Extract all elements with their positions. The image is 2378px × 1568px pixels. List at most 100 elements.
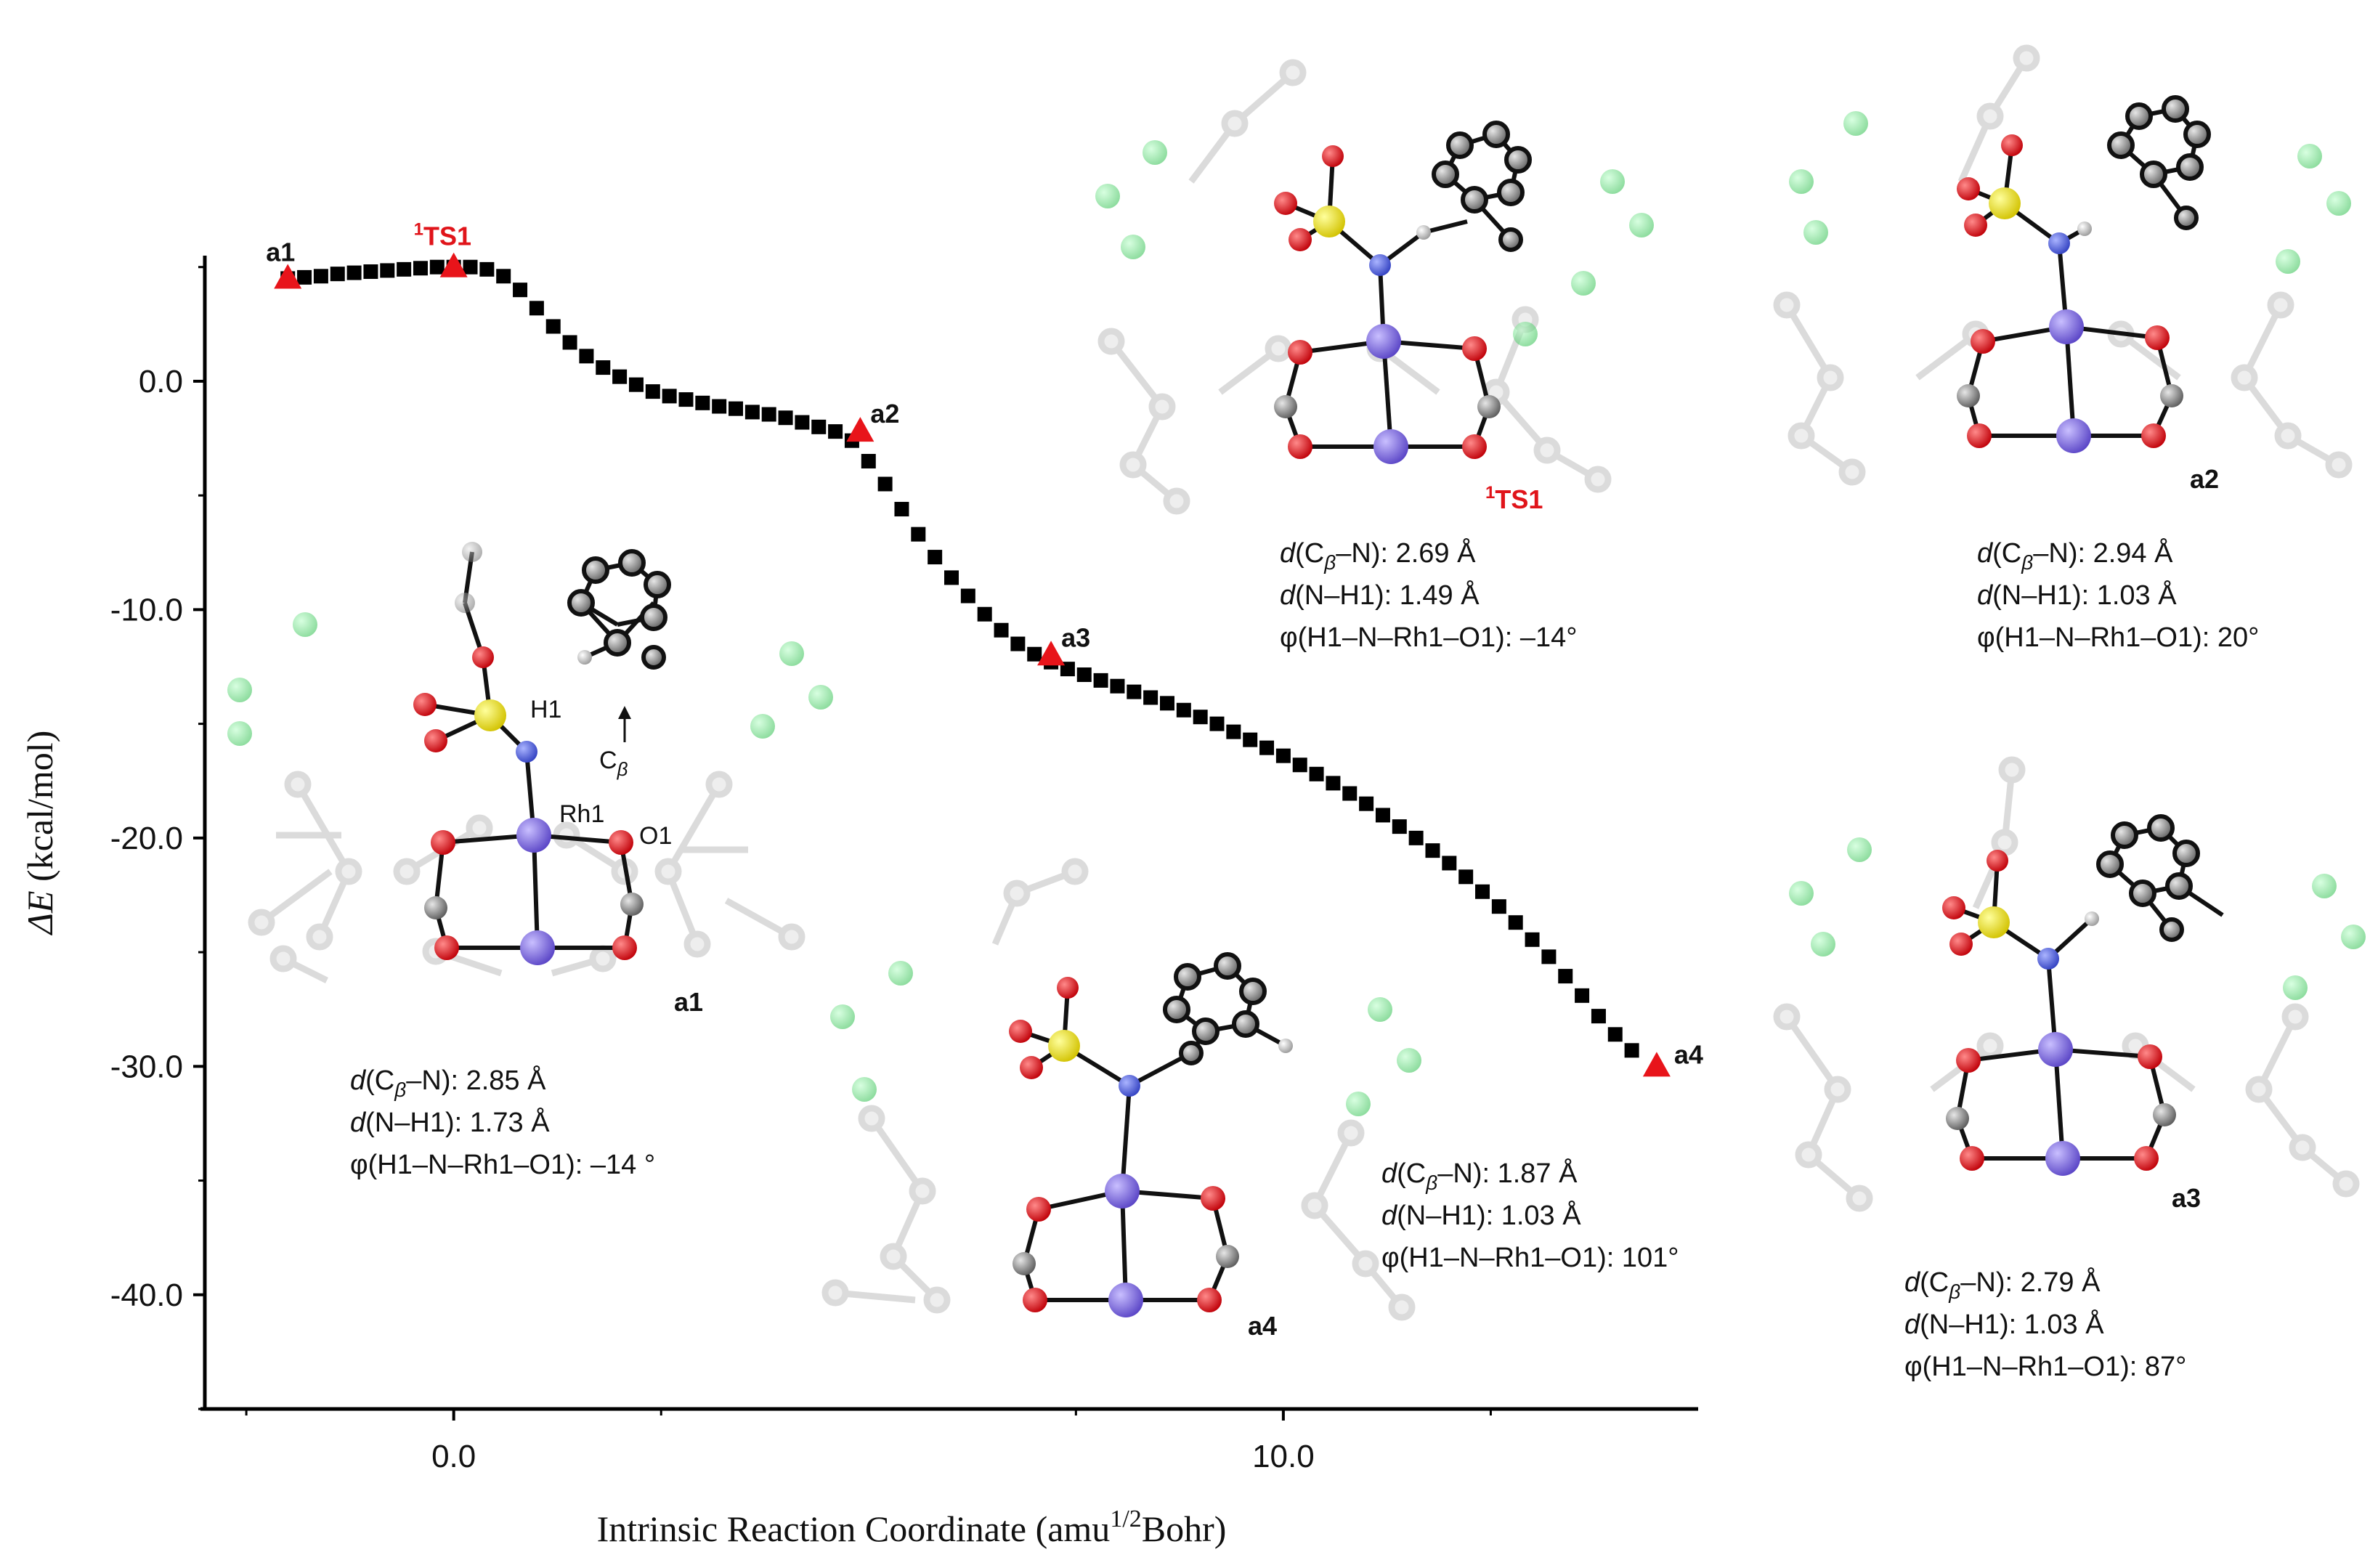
structure-a1-params: d(Cβ–N): 2.85 Å d(N–H1): 1.73 Å φ(H1–N–R… [350,1064,655,1180]
irc-point [861,454,876,469]
stationary-point-marker [1037,641,1066,666]
o-atom [609,830,633,855]
structure-a2-atoms [1957,134,2183,453]
param-line: d(N–H1): 1.03 Å [1977,579,2177,611]
irc-point [662,389,677,404]
rh-atom [1366,324,1401,359]
param-line: d(N–H1): 1.03 Å [1904,1308,2104,1340]
structure-name-a2: a2 [2190,464,2219,494]
structure-a3-params: d(Cβ–N): 2.79 Å d(N–H1): 1.03 Å φ(H1–N–R… [1904,1266,2186,1382]
c-atom [455,593,475,613]
structure-a4-phenyl [1163,952,1287,1065]
o-atom [434,935,459,960]
o-atom [424,729,447,752]
param-sub: β [1425,1171,1437,1194]
x-tick-label: 0.0 [431,1439,476,1474]
param-line: d(Cβ–N): 2.94 Å [1977,537,2173,574]
irc-point [346,265,362,280]
param-line: d(N–H1): 1.73 Å [350,1106,550,1138]
irc-point [877,476,893,492]
o-atom [1201,1186,1225,1211]
stationary-point-marker [1642,1052,1671,1077]
x-tick-label: 10.0 [1252,1439,1315,1474]
structure-a2-fluorines [1789,111,2351,274]
structure-a3-ghost-framework [1773,756,2360,1212]
irc-point [795,415,810,430]
structure-a1-ghost-framework [248,771,805,984]
param-sub: β [2021,551,2033,574]
x-axis-title: Intrinsic Reaction Coordinate (amu1/2Boh… [597,1506,1227,1549]
irc-point [397,261,412,277]
irc-point [380,263,395,278]
param-sub: β [1948,1280,1960,1303]
irc-point [761,407,776,422]
h-atom [2077,222,2092,236]
param-pre: d [350,1108,367,1138]
x-ticks: 0.0 10.0 [245,1409,1492,1474]
param-mid: (N–H1): 1.73 Å [365,1106,550,1138]
irc-point [828,424,843,439]
y-ticks: 0.0-10.0-20.0-30.0-40.0 [110,266,205,1410]
o-atom [1009,1020,1032,1043]
structure-name-a1: a1 [674,987,703,1017]
irc-point [645,384,660,399]
irc-point [1458,869,1474,885]
cbeta-arrow-head [618,706,631,719]
param-post: –N): 2.94 Å [2033,537,2173,569]
param-sub: β [394,1078,406,1101]
irc-point [811,419,827,434]
structure-a4-params: d(Cβ–N): 1.87 Å d(N–H1): 1.03 Å φ(H1–N–R… [1381,1157,1679,1273]
y-tick-label: -10.0 [110,592,183,627]
stationary-point-label-sup: 1 [414,220,423,240]
irc-point [529,301,544,316]
rh-atom [2045,1141,2080,1176]
y-tick-label: -40.0 [110,1277,183,1313]
param-line: φ(H1–N–Rh1–O1): –14 ° [350,1150,655,1180]
stationary-point-label: a2 [870,399,899,428]
irc-point [628,377,644,392]
param-line: φ(H1–N–Rh1–O1): 101° [1381,1243,1679,1273]
o-atom [1289,228,1312,251]
x-axis-title-main: Intrinsic Reaction Coordinate (amu [597,1508,1111,1549]
o-atom [1020,1056,1043,1079]
irc-point [1193,710,1208,725]
h-atom [1416,225,1431,240]
structure-a1-core-bonds [424,551,656,950]
o-atom [1960,1146,1984,1171]
structure-name-a4: a4 [1248,1311,1277,1341]
atom-label-cbeta-main: C [599,747,617,774]
atom-label-cbeta: Cβ [599,747,628,780]
irc-point [960,588,975,604]
param-pre: d [1977,538,1994,569]
irc-point [1309,766,1324,781]
structure-a2-params: d(Cβ–N): 2.94 Å d(N–H1): 1.03 Å φ(H1–N–R… [1977,537,2259,653]
c-atom [1013,1252,1036,1275]
irc-point [729,401,744,416]
param-mid: φ(H1–N–Rh1–O1): 87° [1904,1352,2186,1382]
o-atom [1057,977,1079,999]
irc-point [1392,819,1407,834]
o-atom [1023,1288,1047,1312]
s-atom [1048,1030,1080,1062]
structure-a1-labels: H1 Cβ Rh1 O1 a1 [530,696,703,1017]
irc-point [1243,732,1258,747]
irc-point [297,269,312,285]
irc-point [496,269,511,284]
irc-point [994,622,1009,638]
y-tick-label: 0.0 [139,364,183,399]
param-mid: (N–H1): 1.03 Å [1992,579,2177,611]
h-atom [2085,911,2099,926]
structure-a1: H1 Cβ Rh1 O1 a1 d(Cβ–N): 2.85 Å d(N–H1):… [227,542,833,1180]
irc-point [1491,899,1506,914]
o-atom [1942,896,1965,919]
irc-point [330,267,345,282]
o-atom [1949,933,1973,956]
stationary-point-label-main: TS1 [423,222,471,251]
y-axis-title-symbol: ΔE [20,890,60,935]
irc-point [429,259,445,275]
structure-name-ts1-sup: 1 [1485,483,1495,503]
o-atom [1967,423,1992,448]
structure-a1-phenyl [567,549,671,670]
structure-ts1: 1TS1 d(Cβ–N): 2.69 Å d(N–H1): 1.49 Å φ(H… [1095,59,1654,653]
